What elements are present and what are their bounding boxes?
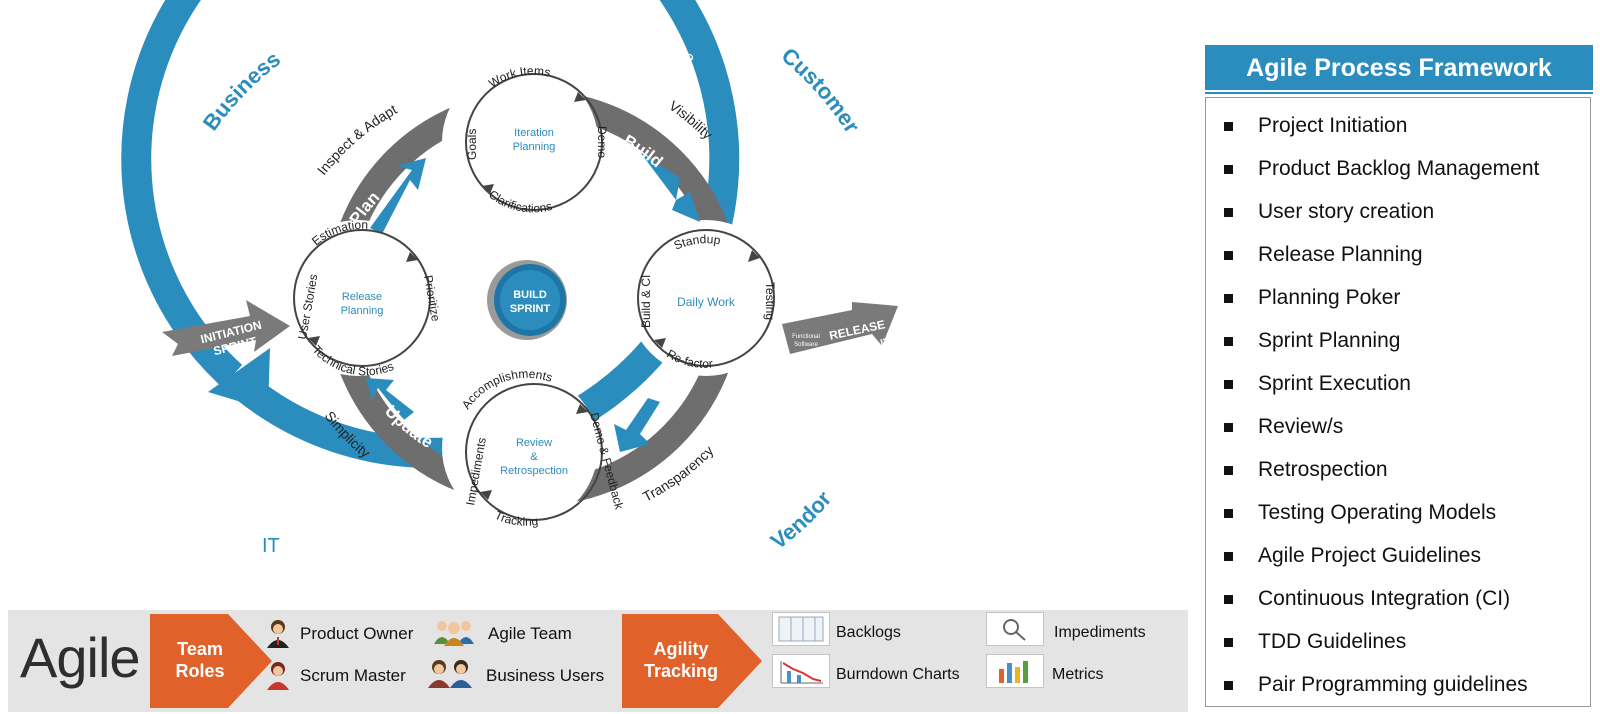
svg-text:Team: Team xyxy=(372,525,414,558)
svg-text:Commitment: Commitment xyxy=(353,22,445,72)
demo-chevron xyxy=(614,398,660,452)
ring-word-vision: Vision xyxy=(246,133,282,180)
release-sprint-arrow: Functional Software RELEASE SPRINT xyxy=(782,302,898,358)
team-roles-chevron: Team Roles xyxy=(150,614,272,708)
release-small-1: Functional xyxy=(792,334,820,340)
burndown-thumbnail-icon xyxy=(772,654,830,688)
release-small-2: Software xyxy=(794,342,818,348)
daily-step-testing: Testing xyxy=(763,282,777,320)
agility-tracking-chevron: Agility Tracking xyxy=(622,614,762,708)
center-label-2: SPRINT xyxy=(510,303,551,315)
ring-word-goals: Goals xyxy=(555,559,598,582)
list-item: Review/s xyxy=(1206,405,1590,448)
role-scrum-master: Scrum Master xyxy=(300,666,406,685)
agility-tracking-label-2: Tracking xyxy=(643,661,719,681)
daily-step-build-ci: Build & CI xyxy=(639,275,653,328)
stakeholder-customer: Customer xyxy=(777,43,865,138)
list-item: Pair Programming guidelines xyxy=(1206,663,1590,706)
impediments-thumbnail-icon xyxy=(986,612,1044,646)
framework-list: Project Initiation Product Backlog Manag… xyxy=(1205,97,1591,707)
backlogs-thumbnail-icon xyxy=(772,612,830,646)
tool-backlogs: Backlogs xyxy=(836,624,901,641)
list-item: Agile Project Guidelines xyxy=(1206,534,1590,577)
iteration-title-2: Planning xyxy=(513,141,556,153)
iteration-title-1: Iteration xyxy=(514,127,554,139)
agile-brand: Agile xyxy=(20,626,141,689)
list-item: Planning Poker xyxy=(1206,276,1590,319)
list-item: Release Planning xyxy=(1206,233,1590,276)
iteration-step-demo: Demo xyxy=(595,126,609,158)
list-item: User story creation xyxy=(1206,190,1590,233)
tool-metrics: Metrics xyxy=(1052,666,1104,683)
framework-panel: Agile Process Framework Project Initiati… xyxy=(1205,45,1593,709)
square-bullet-icon xyxy=(1224,595,1233,604)
square-bullet-icon xyxy=(1224,552,1233,561)
agile-cycle-diagram: Plan Build Demo Update Inspect & Adapt V… xyxy=(121,0,898,582)
svg-text:Business: Business xyxy=(198,46,285,135)
list-item: TDD Guidelines xyxy=(1206,620,1590,663)
square-bullet-icon xyxy=(1224,380,1233,389)
team-roles-label-2: Roles xyxy=(175,661,225,681)
square-bullet-icon xyxy=(1224,294,1233,303)
ring-word-budget: Budget xyxy=(732,448,776,499)
list-item: Sprint Planning xyxy=(1206,319,1590,362)
stakeholder-business: Business xyxy=(198,46,285,135)
square-bullet-icon xyxy=(1224,638,1233,647)
review-title-2: & xyxy=(530,451,538,463)
update-chevron xyxy=(366,378,414,420)
agile-team-icon xyxy=(434,621,474,646)
outer-cycle-arrowhead xyxy=(208,348,270,410)
iteration-step-goals: Goals xyxy=(465,129,479,160)
stakeholder-vendor: Vendor xyxy=(766,486,837,554)
role-agile-team: Agile Team xyxy=(488,624,572,643)
svg-text:Goals: Goals xyxy=(555,559,598,582)
tool-impediments: Impediments xyxy=(1054,624,1146,641)
square-bullet-icon xyxy=(1224,337,1233,346)
role-business-users: Business Users xyxy=(486,666,605,685)
release-title-2: Planning xyxy=(341,305,384,317)
square-bullet-icon xyxy=(1224,208,1233,217)
list-item: Testing Operating Models xyxy=(1206,491,1590,534)
square-bullet-icon xyxy=(1224,251,1233,260)
daily-work-title: Daily Work xyxy=(677,295,736,309)
metrics-thumbnail-icon xyxy=(986,654,1044,688)
svg-text:Vision: Vision xyxy=(246,133,282,180)
build-sprint-center: BUILD SPRINT xyxy=(487,260,567,340)
list-item: Product Backlog Management xyxy=(1206,147,1590,190)
square-bullet-icon xyxy=(1224,165,1233,174)
svg-text:Vendor: Vendor xyxy=(766,486,837,554)
list-item: Sprint Execution xyxy=(1206,362,1590,405)
svg-text:Budget: Budget xyxy=(732,448,776,499)
business-users-icon xyxy=(428,660,472,688)
square-bullet-icon xyxy=(1224,509,1233,518)
ring-word-architecture: Architecture xyxy=(785,150,840,234)
list-item: Project Initiation xyxy=(1206,104,1590,147)
stakeholder-it: IT xyxy=(262,535,280,557)
list-item: Continuous Integration (CI) xyxy=(1206,577,1590,620)
square-bullet-icon xyxy=(1224,681,1233,690)
review-title-1: Review xyxy=(516,437,552,449)
svg-text:Customer: Customer xyxy=(777,43,865,138)
tool-burndown-charts: Burndown Charts xyxy=(836,666,960,683)
scrum-master-icon xyxy=(267,662,289,690)
svg-text:Architecture: Architecture xyxy=(785,150,840,234)
list-item: Retrospection xyxy=(1206,448,1590,491)
ring-word-team: Team xyxy=(372,525,414,558)
panel-title: Agile Process Framework xyxy=(1205,45,1593,90)
bottom-bar: Agile Team Roles Product Owner Agile Tea… xyxy=(8,610,1188,712)
release-title-1: Release xyxy=(342,291,382,303)
product-owner-icon xyxy=(267,620,289,648)
review-title-3: Retrospection xyxy=(500,465,568,477)
plan-chevron xyxy=(370,158,426,234)
build-chevron xyxy=(640,152,700,222)
role-product-owner: Product Owner xyxy=(300,624,414,643)
agility-tracking-label-1: Agility xyxy=(653,639,709,659)
square-bullet-icon xyxy=(1224,423,1233,432)
square-bullet-icon xyxy=(1224,466,1233,475)
center-label-1: BUILD xyxy=(513,289,547,301)
team-roles-label-1: Team xyxy=(177,639,223,659)
square-bullet-icon xyxy=(1224,122,1233,131)
ring-word-commitment: Commitment xyxy=(353,22,445,72)
